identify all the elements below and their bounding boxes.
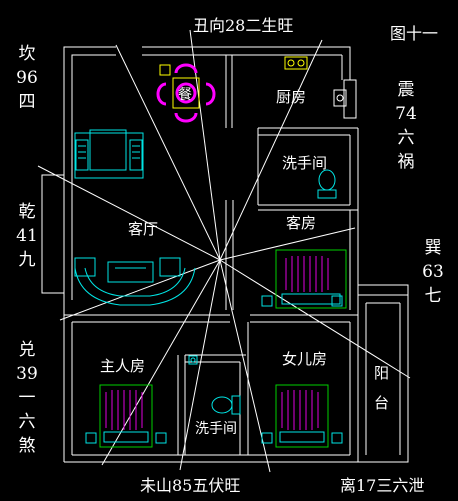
sofa — [74, 257, 196, 306]
decor-items — [188, 355, 198, 365]
room-balcony: 阳台 — [374, 364, 390, 412]
room-bath-lower: 洗手间 — [195, 421, 237, 437]
walls — [41, 46, 409, 463]
direction-kan: 坎96四 — [16, 44, 38, 112]
bottom-left-caption: 未山85五伏旺 — [140, 476, 241, 495]
direction-xun: 巽63七 — [422, 238, 444, 306]
daughter-bed — [261, 384, 343, 448]
direction-qian: 乾41九 — [16, 202, 38, 270]
master-bed — [85, 384, 167, 448]
room-daughter: 女儿房 — [282, 350, 328, 368]
guest-bed — [261, 249, 347, 309]
kitchen-fixtures — [284, 56, 347, 107]
top-caption: 丑向28二生旺 — [193, 16, 294, 35]
figure-label: 图十一 — [390, 24, 439, 43]
toilet-upper — [317, 169, 337, 199]
room-master: 主人房 — [100, 357, 146, 375]
direction-dui: 兑39一六煞 — [16, 340, 38, 456]
room-dining: 餐 — [178, 87, 192, 103]
tv-cabinet — [74, 129, 144, 179]
room-bath-upper: 洗手间 — [282, 154, 328, 172]
dining-set — [156, 63, 216, 123]
sector-rays — [37, 29, 411, 473]
room-guest: 客房 — [286, 214, 317, 232]
toilet-lower — [211, 395, 241, 415]
bottom-right-caption: 离17三六泄 — [340, 476, 425, 495]
room-living: 客厅 — [128, 220, 159, 238]
room-kitchen: 厨房 — [276, 88, 307, 106]
direction-zhen: 震74六祸 — [395, 80, 417, 172]
